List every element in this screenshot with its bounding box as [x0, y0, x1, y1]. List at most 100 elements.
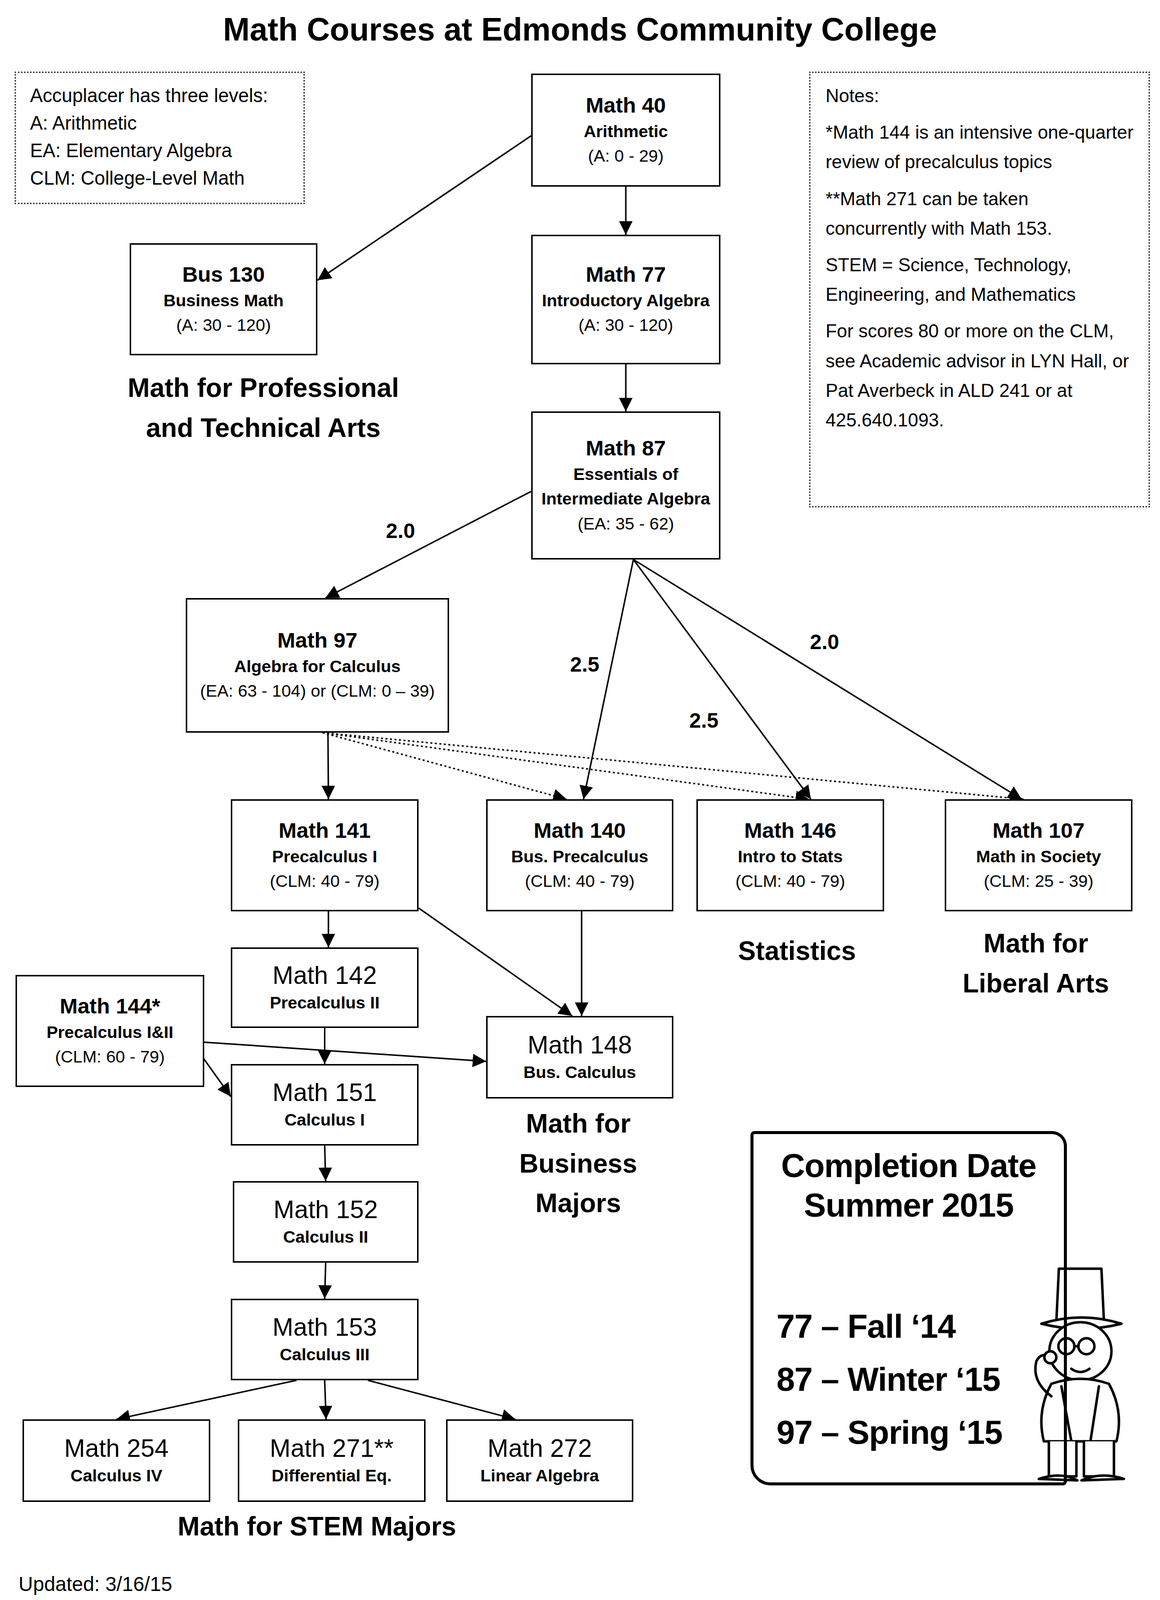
course-box: Math 146Intro to Stats(CLM: 40 - 79)	[696, 799, 885, 912]
course-box: Math 40Arithmetic(A: 0 - 29)	[531, 73, 721, 187]
box-text: (A: 30 - 120)	[176, 312, 271, 338]
arrow	[325, 491, 532, 599]
course-box: Math 107Math in Society(CLM: 25 - 39)	[944, 799, 1133, 912]
group-label: Math for Professional and Technical Arts	[103, 367, 424, 448]
box-text: Precalculus I&II	[46, 1020, 174, 1045]
box-text: Business Math	[163, 288, 284, 313]
box-heading: Math 87	[585, 435, 666, 463]
box-heading: Math 97	[277, 627, 358, 655]
box-text: EA: Elementary Algebra	[30, 137, 232, 165]
box-text: Differential Eq.	[271, 1463, 393, 1489]
course-box: Math 142Precalculus II	[230, 947, 419, 1029]
course-box: Math 87Essentials of Intermediate Algebr…	[531, 411, 721, 560]
grade-label: 2.0	[807, 630, 843, 655]
box-text: Calculus I	[284, 1107, 365, 1133]
box-text: Essentials of Intermediate Algebra	[538, 462, 713, 512]
box-heading: Math 144*	[59, 993, 161, 1021]
box-text: Arithmetic	[583, 119, 668, 144]
box-heading: Math 140	[533, 817, 626, 845]
course-box: Math 140Bus. Precalculus(CLM: 40 - 79)	[486, 799, 674, 912]
box-heading: Math 254	[64, 1433, 169, 1464]
box-heading: Accuplacer has three levels:	[30, 82, 268, 110]
box-heading: Math 77	[585, 261, 666, 289]
box-text: **Math 271 can be taken concurrently wit…	[825, 184, 1134, 244]
update-date: Updated: 3/16/15	[18, 1569, 319, 1600]
arrow	[367, 1380, 516, 1420]
course-box: Math 254Calculus IV	[22, 1419, 211, 1503]
box-text: Introductory Algebra	[542, 288, 710, 313]
box-text: (A: 30 - 120)	[578, 312, 674, 338]
box-text: Intro to Stats	[737, 844, 844, 870]
box-heading: Completion Date Summer 2015	[766, 1146, 1051, 1226]
arrow	[580, 911, 583, 1017]
group-label: Math for STEM Majors	[91, 1506, 543, 1548]
box-heading: Bus 130	[182, 261, 265, 289]
box-text: (A: 0 - 29)	[587, 143, 664, 169]
box-heading: Math 148	[527, 1030, 632, 1061]
arrow	[324, 1263, 326, 1300]
arrow	[317, 135, 532, 281]
box-text: (CLM: 25 - 39)	[983, 869, 1094, 894]
box-text: Precalculus I	[272, 844, 378, 870]
arrow	[323, 1028, 326, 1065]
box-text: (CLM: 40 - 79)	[735, 869, 846, 894]
box-heading: Math 141	[278, 817, 371, 845]
arrow	[204, 1042, 487, 1062]
box-text: *Math 144 is an intensive one-quarter re…	[825, 117, 1134, 177]
box-text: Calculus III	[279, 1342, 370, 1368]
box-text: 87 – Winter ‘15	[766, 1353, 1001, 1407]
box-text: Precalculus II	[269, 990, 380, 1016]
course-box: Math 144*Precalculus I&II(CLM: 60 - 79)	[15, 975, 205, 1088]
course-box: Bus 130Business Math(A: 30 - 120)	[129, 243, 318, 356]
box-text: (CLM: 40 - 79)	[269, 869, 380, 894]
box-heading: Math 107	[992, 817, 1085, 845]
box-text: 97 – Spring ‘15	[766, 1406, 1003, 1460]
grade-label: 2.5	[567, 652, 603, 677]
box-text: Linear Algebra	[480, 1463, 600, 1489]
arrow	[202, 1057, 231, 1098]
arrow	[116, 1380, 297, 1420]
box-text: CLM: College-Level Math	[30, 164, 245, 193]
box-text: For scores 80 or more on the CLM, see Ac…	[825, 316, 1134, 436]
box-text: Algebra for Calculus	[234, 654, 402, 679]
box-text: (CLM: 40 - 79)	[524, 869, 635, 894]
dotted-arrow	[322, 732, 567, 800]
course-box: Math 148Bus. Calculus	[486, 1016, 674, 1099]
arrow	[327, 732, 330, 800]
arrow	[324, 1145, 326, 1182]
box-heading: Math 151	[272, 1077, 377, 1108]
notes-box: Notes:*Math 144 is an intensive one-quar…	[809, 71, 1150, 508]
box-text: Bus. Calculus	[523, 1060, 637, 1085]
box-heading: Math 146	[743, 817, 837, 845]
arrow	[633, 559, 812, 800]
course-box: Math 151Calculus I	[230, 1064, 419, 1146]
group-label: Math for Business Majors	[503, 1103, 654, 1224]
arrow	[633, 559, 1022, 800]
group-label: Statistics	[691, 931, 903, 972]
legend-note: Accuplacer has three levels:A: Arithmeti…	[14, 71, 305, 205]
course-box: Math 153Calculus III	[230, 1299, 419, 1381]
box-text: Bus. Precalculus	[511, 844, 649, 870]
course-box: Math 77Introductory Algebra(A: 30 - 120)	[531, 234, 721, 365]
grade-label: 2.5	[686, 708, 722, 733]
dotted-arrow	[322, 732, 1024, 800]
box-heading: Math 152	[273, 1195, 378, 1226]
box-text: (EA: 63 - 104) or (CLM: 0 – 39)	[200, 678, 436, 704]
diagram-title: Math Courses at Edmonds Community Colleg…	[0, 11, 1160, 49]
arrow	[625, 186, 627, 235]
course-box: Math 271**Differential Eq.	[237, 1419, 426, 1503]
box-heading: Math 272	[487, 1433, 592, 1464]
box-text: 77 – Fall ‘14	[766, 1300, 956, 1354]
cartoon-man	[1035, 1269, 1124, 1481]
arrow	[583, 559, 634, 800]
box-text: Calculus IV	[70, 1463, 163, 1489]
box-heading: Math 153	[272, 1312, 377, 1343]
arrow	[324, 1380, 327, 1420]
box-heading: Math 142	[272, 960, 377, 991]
box-text: Calculus II	[282, 1225, 368, 1250]
course-box: Math 97Algebra for Calculus(EA: 63 - 104…	[185, 598, 450, 733]
arrow	[625, 364, 627, 412]
grade-label: 2.0	[382, 519, 419, 544]
dotted-arrow	[322, 732, 810, 800]
box-text: A: Arithmetic	[30, 109, 137, 138]
